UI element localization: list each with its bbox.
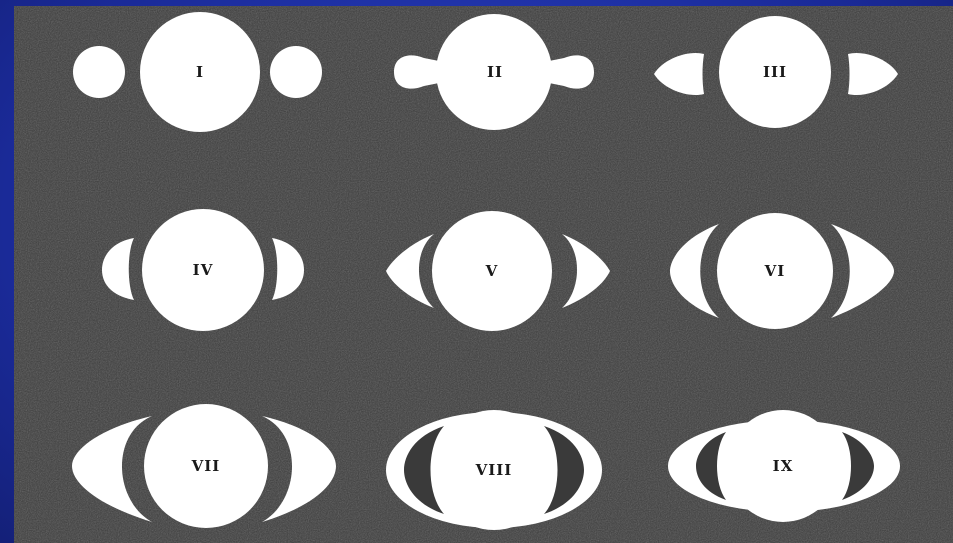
figure-1-right-handle xyxy=(270,46,322,98)
figure-7-label: VII xyxy=(191,457,221,475)
figure-1-left-handle xyxy=(73,46,125,98)
figure-5-label: V xyxy=(485,262,499,280)
figure-1-label: I xyxy=(196,63,204,81)
figure-6-label: VI xyxy=(764,262,786,280)
figure-9-label: IX xyxy=(773,457,794,475)
figure-8-label: VIII xyxy=(475,461,513,479)
figure-4-label: IV xyxy=(193,261,214,279)
figure-3-label: III xyxy=(763,63,787,81)
saturn-drawings-svg: I II III IV V xyxy=(14,6,953,543)
figure-2-label: II xyxy=(487,63,503,81)
saturn-drawings-plate: I II III IV V xyxy=(14,6,953,543)
